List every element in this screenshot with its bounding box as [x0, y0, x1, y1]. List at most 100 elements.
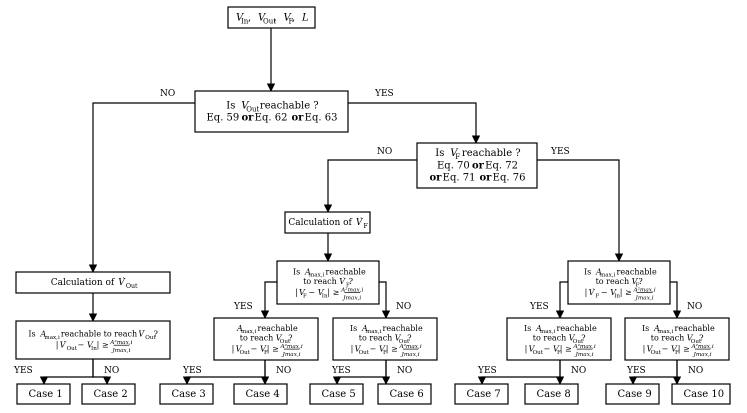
node-text-line: |VOut − VF| ≥: [232, 344, 279, 355]
node-box: [524, 383, 579, 405]
node-q-amax-mid: |VF − VIn| ≥ to reach V′F?Is Amax,i reac…: [276, 260, 380, 305]
edge-arrow: [348, 102, 481, 144]
node-case-7: Case 7: [454, 383, 509, 405]
edge-label-no: NO: [396, 302, 411, 312]
node-text-line: Eq. 59 or Eq. 62 or Eq. 63: [207, 113, 338, 124]
edge-label-no: NO: [397, 366, 412, 376]
fraction-numerator: A²max,i: [340, 286, 363, 293]
fraction-denominator: Jmax,i: [575, 352, 594, 358]
edge-label-yes: YES: [477, 366, 497, 376]
node-text-line: Case 2: [94, 389, 128, 400]
fraction-numerator: A²max,i: [690, 343, 713, 350]
node-text-line: Case 10: [684, 389, 725, 400]
node-box: [605, 383, 660, 405]
edge-q-amax-left-to-case-1: YES: [13, 359, 94, 385]
node-case-5: Case 5: [309, 383, 364, 405]
node-text-line: to reach VF?: [596, 277, 643, 288]
node-q-amax-right-no: |VOut − VF| ≥ to reach VOut?Is Amax,i re…: [624, 317, 730, 361]
node-calc-vf: Calculation of V′F: [284, 211, 371, 234]
node-q-amax-left: |V′Out − VIn| ≥ Is Amax,i reachable to r…: [15, 320, 171, 360]
fraction-denominator: Jmax,i: [401, 352, 420, 358]
node-q-amax-mid-yes: |VOut − VF| ≥ to reach VOut?Amax,i reach…: [213, 317, 319, 361]
node-case-8: Case 8: [524, 383, 579, 405]
edge-q-amax-right-no-to-case-10: NO: [672, 360, 703, 385]
edge-label-yes: YES: [550, 147, 570, 157]
node-text-line: Is Amax,i reachable: [524, 324, 597, 335]
fraction-denominator: Jmax,i: [342, 295, 361, 301]
node-box: [15, 320, 171, 360]
node-text-line: |VOut − VF| ≥: [525, 344, 572, 355]
edge-label-yes: YES: [233, 302, 253, 312]
edge-label-yes: YES: [626, 366, 646, 376]
node-box: [16, 383, 71, 405]
node-text-line: Case 4: [246, 389, 280, 400]
node-text-line: or Eq. 71 or Eq. 76: [430, 173, 526, 184]
edge-arrow: [88, 102, 195, 273]
node-box: [332, 317, 438, 361]
node-text-line: Calculation of V′F: [288, 217, 368, 230]
node-text-line: |VOut − VF| ≥: [351, 344, 398, 355]
fraction-denominator: Jmax,i: [282, 352, 301, 358]
node-text-line: Is Amax,i reachable: [642, 324, 715, 335]
node-text-line: to reach VOut?: [651, 334, 704, 345]
node-case-9: Case 9: [605, 383, 660, 405]
node-box: [227, 6, 316, 29]
edge-q-amax-right-yes-to-case-7: YES: [477, 360, 561, 385]
edge-label-no: NO: [377, 147, 392, 157]
node-text-line: Case 6: [390, 389, 424, 400]
node-box: [213, 317, 319, 361]
node-text-line: Is Amax,i reachable: [350, 324, 423, 335]
edge-q-vout-reachable-to-calc-vout: NO: [88, 89, 195, 273]
fraction-denominator: Jmax,i: [635, 295, 654, 301]
node-box: [624, 317, 730, 361]
node-case-2: Case 2: [81, 383, 136, 405]
node-q-amax-mid-no: |VOut − VF| ≥ to reach VOut?Is Amax,i re…: [332, 317, 438, 361]
node-q-amax-right: |V′F − VIn| ≥ to reach VF?Is Amax,i reac…: [567, 260, 671, 305]
fraction-numerator: A²max,i: [632, 286, 655, 293]
edge-label-yes: YES: [331, 366, 351, 376]
node-text-line: Is VF reachable ?: [435, 148, 520, 161]
nodes: VIn, VOut, VF, L Eq. 59 or Eq. 62 or Eq. …: [15, 6, 731, 405]
node-text-line: Case 9: [618, 389, 652, 400]
edge-q-amax-mid-no-to-case-5: YES: [331, 360, 387, 385]
node-inputs: VIn, VOut, VF, L: [227, 6, 316, 29]
node-box: [454, 383, 509, 405]
node-case-10: Case 10: [671, 383, 731, 405]
edge-label-no: NO: [104, 366, 119, 376]
node-text-line: to reach VOut?: [240, 334, 293, 345]
edge-arrow: [39, 359, 94, 385]
node-text-line: to reach V′F?: [303, 277, 353, 288]
edge-label-no: NO: [276, 366, 291, 376]
node-box: [15, 271, 171, 294]
edge-label-yes: YES: [13, 366, 33, 376]
node-text-line: to reach VOut?: [359, 334, 412, 345]
node-box: [309, 383, 364, 405]
node-box: [416, 142, 538, 189]
edge-q-amax-mid-yes-to-case-3: YES: [182, 360, 266, 385]
node-text-line: VIn, VOut, VF, L: [236, 12, 309, 25]
edge-q-amax-right-yes-to-case-8: NO: [555, 360, 586, 385]
node-text-line: Case 5: [322, 389, 356, 400]
node-box: [276, 260, 380, 305]
fraction-numerator: A²max,i: [109, 339, 132, 346]
edge-label-yes: YES: [182, 366, 202, 376]
node-box: [671, 383, 731, 405]
edge-label-no: NO: [688, 366, 703, 376]
fraction-denominator: Jmax,i: [693, 352, 712, 358]
edge-label-yes: YES: [374, 89, 394, 99]
node-text-line: Is Amax,i reachable: [293, 267, 366, 278]
edge-arrow: [537, 159, 624, 262]
node-box: [377, 383, 432, 405]
node-text-line: Case 3: [172, 389, 206, 400]
node-box: [284, 211, 371, 234]
fraction-numerator: A²max,i: [572, 343, 595, 350]
